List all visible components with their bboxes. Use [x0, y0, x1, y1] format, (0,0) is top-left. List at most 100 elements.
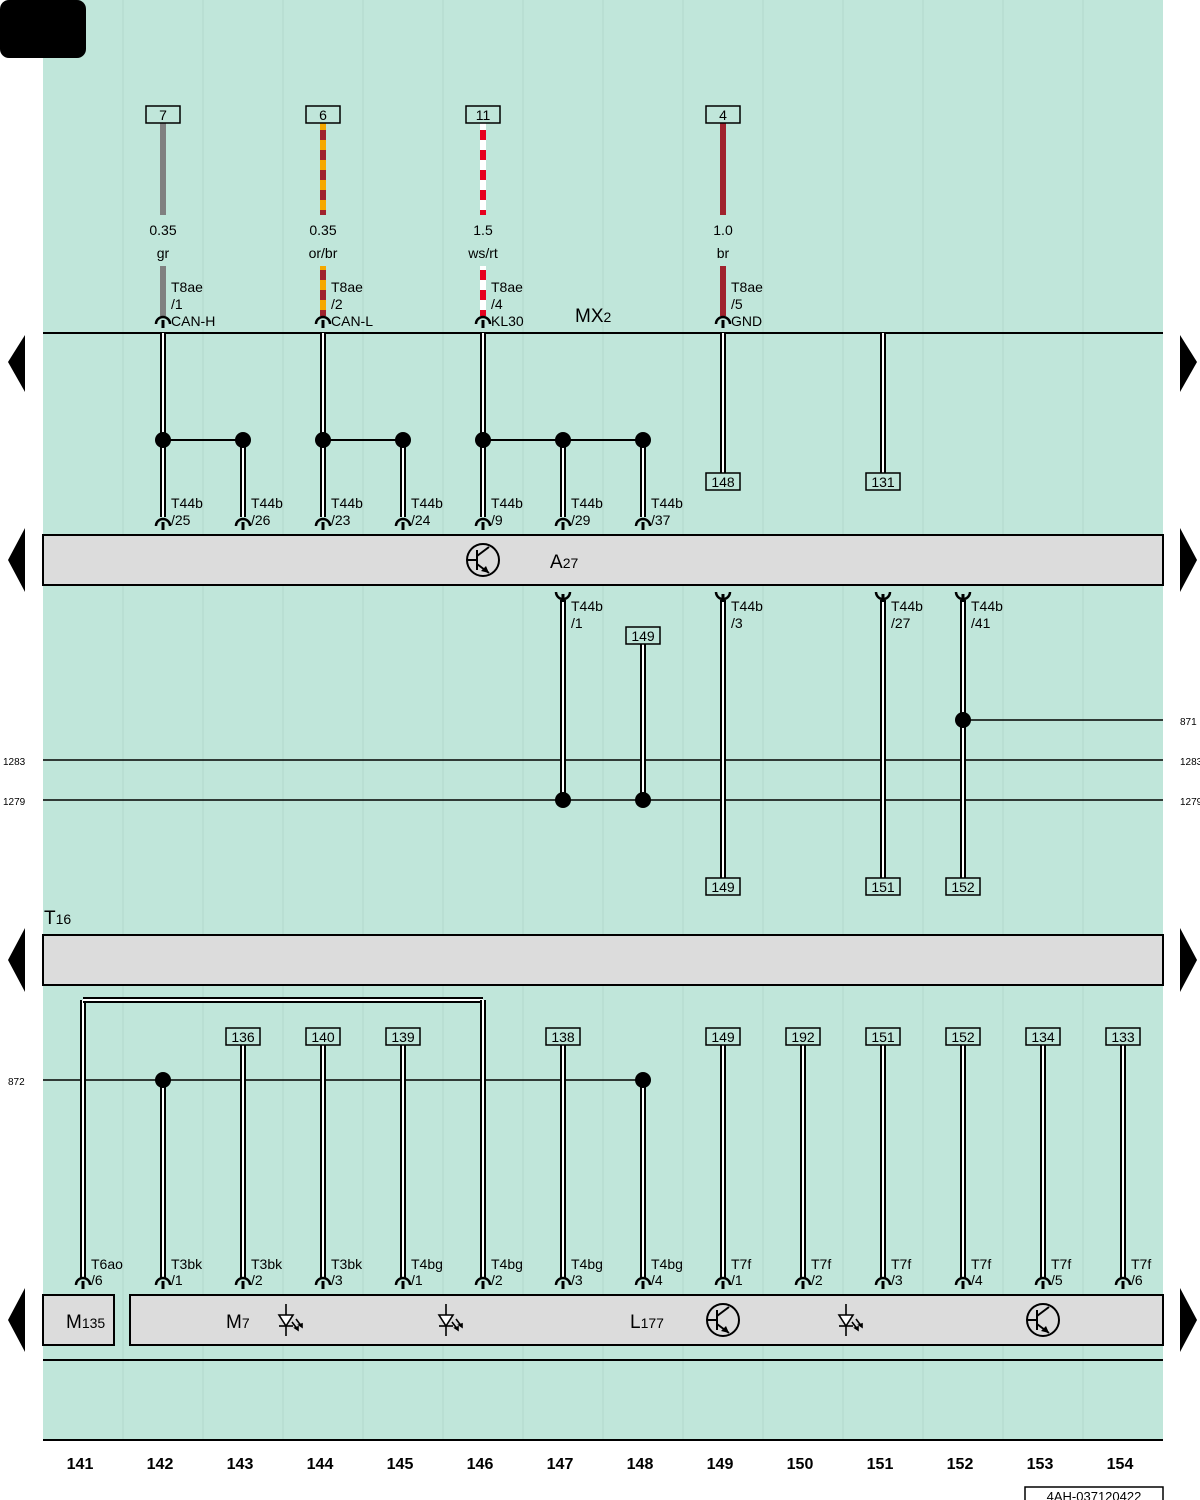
pin-label: /1 [411, 1272, 423, 1288]
connector-label: T3bk [251, 1256, 283, 1272]
ref-label: 151 [871, 879, 895, 895]
bus-label: 872 [8, 1077, 25, 1088]
arrow-right-icon[interactable] [1180, 528, 1197, 592]
pin-label: /25 [171, 512, 191, 528]
transistor-icon [466, 543, 500, 577]
arrow-right-icon[interactable] [1180, 335, 1197, 392]
pin-connector-icon [1114, 1276, 1132, 1286]
connector-label: T44b [491, 495, 523, 511]
pin-connector-icon [234, 1276, 252, 1286]
top-reference-boxes: 7 6 11 4 [145, 105, 741, 124]
ref-label: 152 [951, 879, 975, 895]
pin-connector-icon [314, 315, 332, 325]
led-icon [437, 1304, 463, 1336]
component-m135: M135 [66, 1312, 105, 1333]
pin-connector-icon [154, 1276, 172, 1286]
pin-label: /41 [971, 615, 991, 631]
connector-label: T4bg [491, 1256, 523, 1272]
bus-label: 1283 [1180, 757, 1200, 768]
column-number: 148 [627, 1456, 654, 1473]
column-number: 154 [1107, 1456, 1134, 1473]
connector-label: T44b [971, 598, 1003, 614]
wire-wsrt-lower [480, 266, 486, 316]
junction-dot [235, 432, 251, 448]
arrow-left-icon[interactable] [8, 1288, 25, 1352]
pin-label: /6 [91, 1272, 103, 1288]
pin-label: /9 [491, 512, 503, 528]
column-number: 143 [227, 1456, 254, 1473]
pin-label: /5 [731, 296, 743, 312]
junction-dot [635, 792, 651, 808]
a27-band [42, 534, 1164, 586]
ref-label: 136 [231, 1029, 255, 1045]
top-wire-labels: 0.35 gr 0.35 or/br 1.5 ws/rt 1.0 br T8ae… [149, 222, 763, 329]
connector-label: T7f [731, 1256, 751, 1272]
column-grid [122, 0, 1084, 1440]
pin-label: /3 [891, 1272, 903, 1288]
pin-connector-icon [154, 315, 172, 325]
horizontal-buses [43, 719, 1163, 1081]
junctions [155, 432, 971, 1088]
wire-size: 0.35 [309, 222, 336, 238]
connector-label: T44b [251, 495, 283, 511]
pin-connector-icon [874, 1276, 892, 1286]
ref-label: 134 [1031, 1029, 1055, 1045]
transistor-icon [706, 1303, 740, 1337]
connector-label: T4bg [651, 1256, 683, 1272]
wire-br-lower [720, 266, 726, 316]
connector-label: T44b [571, 598, 603, 614]
wire-size: 1.0 [713, 222, 733, 238]
pin-connector-icon [714, 1276, 732, 1286]
colored-wires [160, 123, 726, 316]
junction-dot [395, 432, 411, 448]
connector-label: T3bk [331, 1256, 363, 1272]
wire-size: 1.5 [473, 222, 493, 238]
pin-connector-icon [314, 1276, 332, 1286]
column-number: 147 [547, 1456, 574, 1473]
pin-connector-icon [554, 1276, 572, 1286]
arrow-left-icon[interactable] [8, 335, 25, 392]
arrow-right-icon[interactable] [1180, 928, 1197, 992]
ref-label: 149 [631, 628, 655, 644]
component-labels: MX2 A27 T16 M135 M7 L177 [44, 306, 664, 1333]
pin-connector-icon [74, 1276, 92, 1286]
pin-connector-icon [474, 315, 492, 325]
connector-label: T8ae [491, 279, 523, 295]
column-number: 144 [307, 1456, 334, 1473]
ref-label: 151 [871, 1029, 895, 1045]
pin-connector-icon [154, 517, 172, 527]
junction-dot [555, 432, 571, 448]
wires [80, 333, 1126, 1278]
bus-label: 1279 [1180, 797, 1200, 808]
connector-label: T7f [811, 1256, 831, 1272]
connector-label: T44b [571, 495, 603, 511]
junction-dot [475, 432, 491, 448]
pin-label: /2 [251, 1272, 263, 1288]
pin-label: /2 [331, 296, 343, 312]
pin-label: /29 [571, 512, 591, 528]
connector-label: T44b [331, 495, 363, 511]
connector-label: T7f [1131, 1256, 1151, 1272]
junction-dot [155, 432, 171, 448]
column-number: 149 [707, 1456, 734, 1473]
ref-label: 133 [1111, 1029, 1135, 1045]
wire-color: gr [157, 245, 170, 261]
page-arrows [8, 335, 1197, 1352]
arrow-right-icon[interactable] [1180, 1288, 1197, 1352]
signal-label: CAN-H [171, 313, 215, 329]
pin-label: /26 [251, 512, 271, 528]
pin-label: /6 [1131, 1272, 1143, 1288]
pin-label: /24 [411, 512, 431, 528]
pin-connector-icon [1034, 1276, 1052, 1286]
sheet-id-box [1024, 1486, 1164, 1500]
component-m7: M7 [226, 1312, 250, 1333]
component-mx2: MX2 [575, 306, 612, 327]
pin-connector-icon [794, 1276, 812, 1286]
connector-label: T3bk [171, 1256, 203, 1272]
pin-label: /1 [171, 296, 183, 312]
junction-dot [635, 432, 651, 448]
arrow-left-icon[interactable] [8, 928, 25, 992]
component-t16: T16 [44, 908, 71, 929]
arrow-left-icon[interactable] [8, 528, 25, 592]
